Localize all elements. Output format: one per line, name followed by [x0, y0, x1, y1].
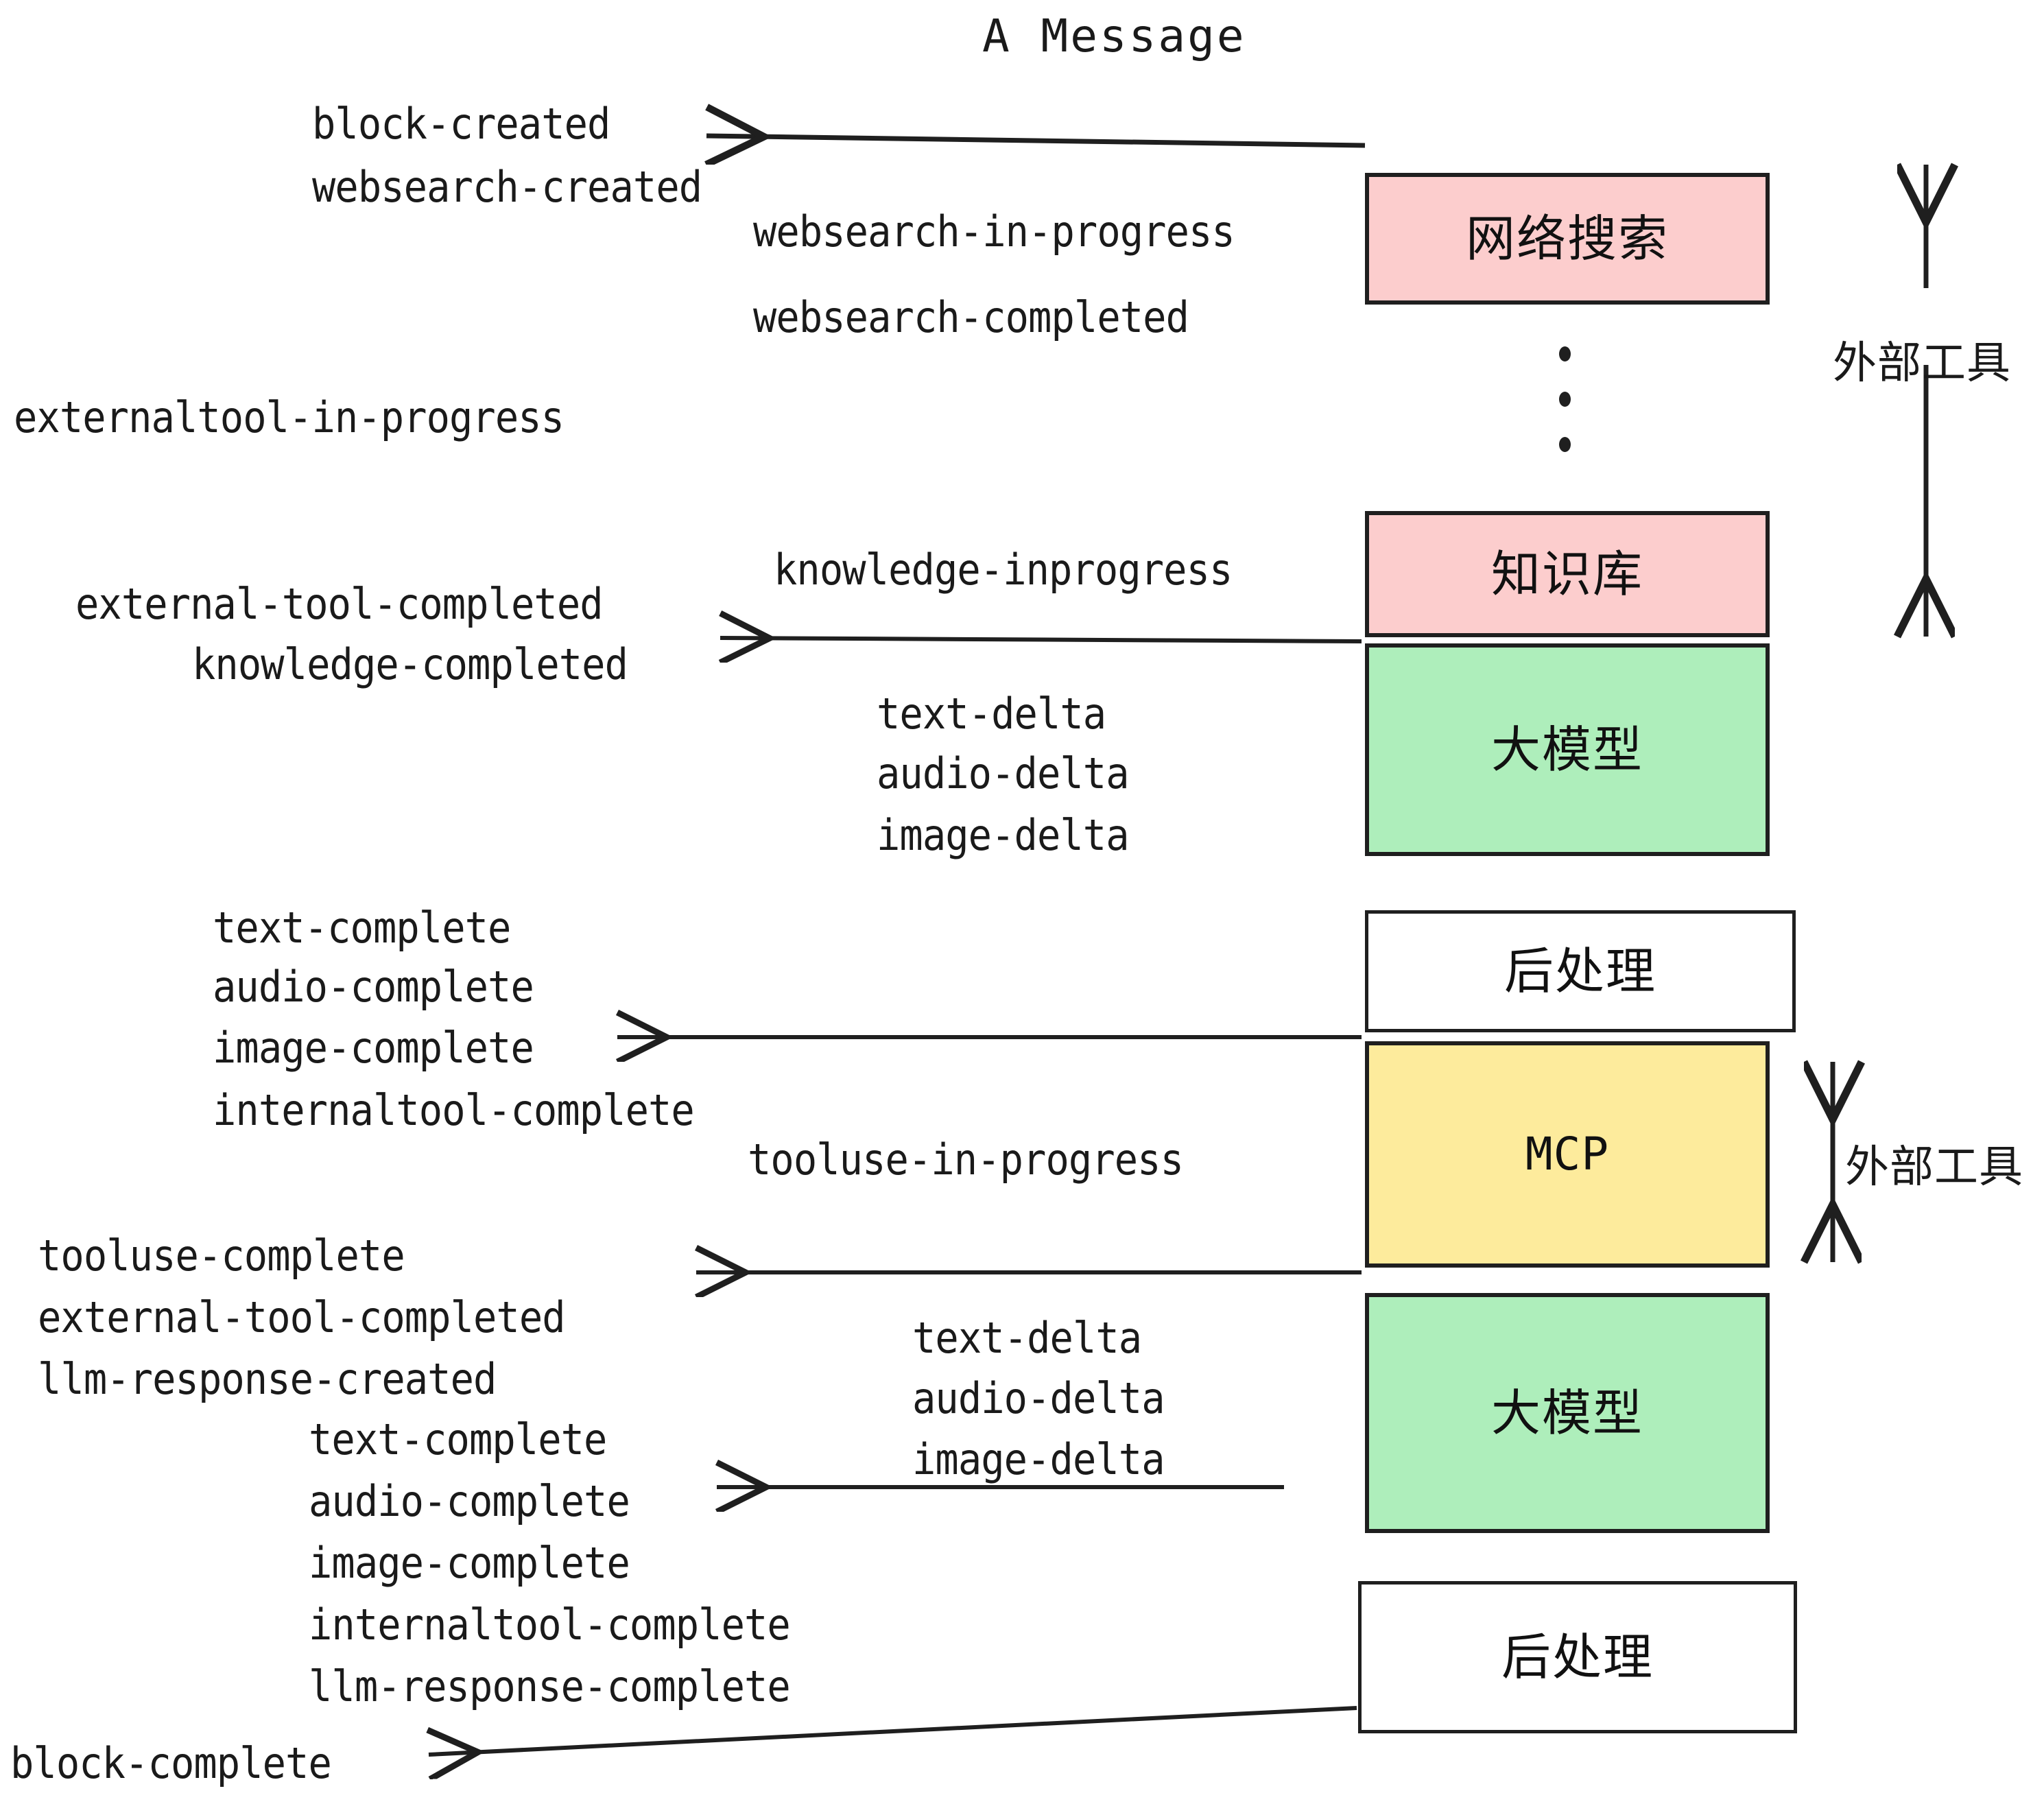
event-knowledge-completed: knowledge-completed	[192, 639, 628, 689]
arrow-knowledge-to-completed	[720, 638, 1362, 641]
event-internaltool-complete-1: internaltool-complete	[213, 1085, 695, 1135]
event-externaltool-in-progress: externaltool-in-progress	[14, 392, 565, 442]
node-llm-1-label: 大模型	[1490, 721, 1643, 779]
event-llm-response-created: llm-response-created	[38, 1354, 497, 1404]
event-audio-complete-2: audio-complete	[309, 1476, 630, 1526]
node-knowledge[interactable]: 知识库	[1365, 511, 1770, 637]
event-text-delta-2: text-delta	[912, 1313, 1142, 1363]
event-block-created: block-created	[312, 99, 610, 149]
node-llm-1[interactable]: 大模型	[1365, 643, 1770, 856]
vertical-ellipsis-icon	[1559, 346, 1571, 482]
diagram-title: A Message	[982, 10, 1246, 62]
node-postprocessing-1[interactable]: 后处理	[1365, 910, 1796, 1032]
event-llm-response-complete: llm-response-complete	[309, 1661, 791, 1711]
event-block-complete: block-complete	[10, 1738, 332, 1788]
node-websearch[interactable]: 网络搜索	[1365, 173, 1770, 305]
node-llm-2-label: 大模型	[1490, 1384, 1643, 1442]
event-image-complete-1: image-complete	[213, 1023, 534, 1073]
side-label-external-tools-bottom: 外部工具	[1845, 1142, 2023, 1193]
event-websearch-created: websearch-created	[312, 162, 702, 212]
event-text-complete-2: text-complete	[309, 1414, 607, 1464]
event-external-tool-completed-2: external-tool-completed	[38, 1292, 566, 1342]
arrow-websearch-to-created	[706, 136, 1366, 145]
event-websearch-in-progress: websearch-in-progress	[753, 206, 1235, 257]
node-websearch-label: 网络搜索	[1465, 210, 1669, 268]
node-llm-2[interactable]: 大模型	[1365, 1293, 1770, 1533]
node-postprocessing-1-label: 后处理	[1504, 942, 1656, 1000]
event-websearch-completed: websearch-completed	[753, 292, 1189, 342]
node-postprocessing-2-label: 后处理	[1501, 1628, 1654, 1686]
side-label-external-tools-top: 外部工具	[1833, 338, 2011, 389]
node-postprocessing-2[interactable]: 后处理	[1358, 1581, 1797, 1733]
event-image-complete-2: image-complete	[309, 1538, 630, 1588]
node-knowledge-label: 知识库	[1490, 545, 1643, 603]
event-text-delta-1: text-delta	[877, 689, 1106, 739]
event-image-delta-1: image-delta	[877, 810, 1130, 860]
event-tooluse-in-progress: tooluse-in-progress	[748, 1135, 1184, 1185]
arrow-postproc2-to-block-complete	[429, 1706, 1357, 1755]
event-audio-delta-1: audio-delta	[877, 748, 1130, 798]
event-image-delta-2: image-delta	[912, 1434, 1165, 1484]
node-mcp[interactable]: MCP	[1365, 1041, 1770, 1268]
event-text-complete-1: text-complete	[213, 903, 511, 953]
event-audio-complete-1: audio-complete	[213, 962, 534, 1012]
event-audio-delta-2: audio-delta	[912, 1373, 1165, 1423]
event-external-tool-completed-1: external-tool-completed	[75, 579, 604, 629]
node-mcp-label: MCP	[1525, 1128, 1610, 1180]
event-tooluse-complete: tooluse-complete	[38, 1231, 405, 1281]
event-internaltool-complete-2: internaltool-complete	[309, 1600, 791, 1650]
event-knowledge-inprogress: knowledge-inprogress	[774, 545, 1233, 595]
